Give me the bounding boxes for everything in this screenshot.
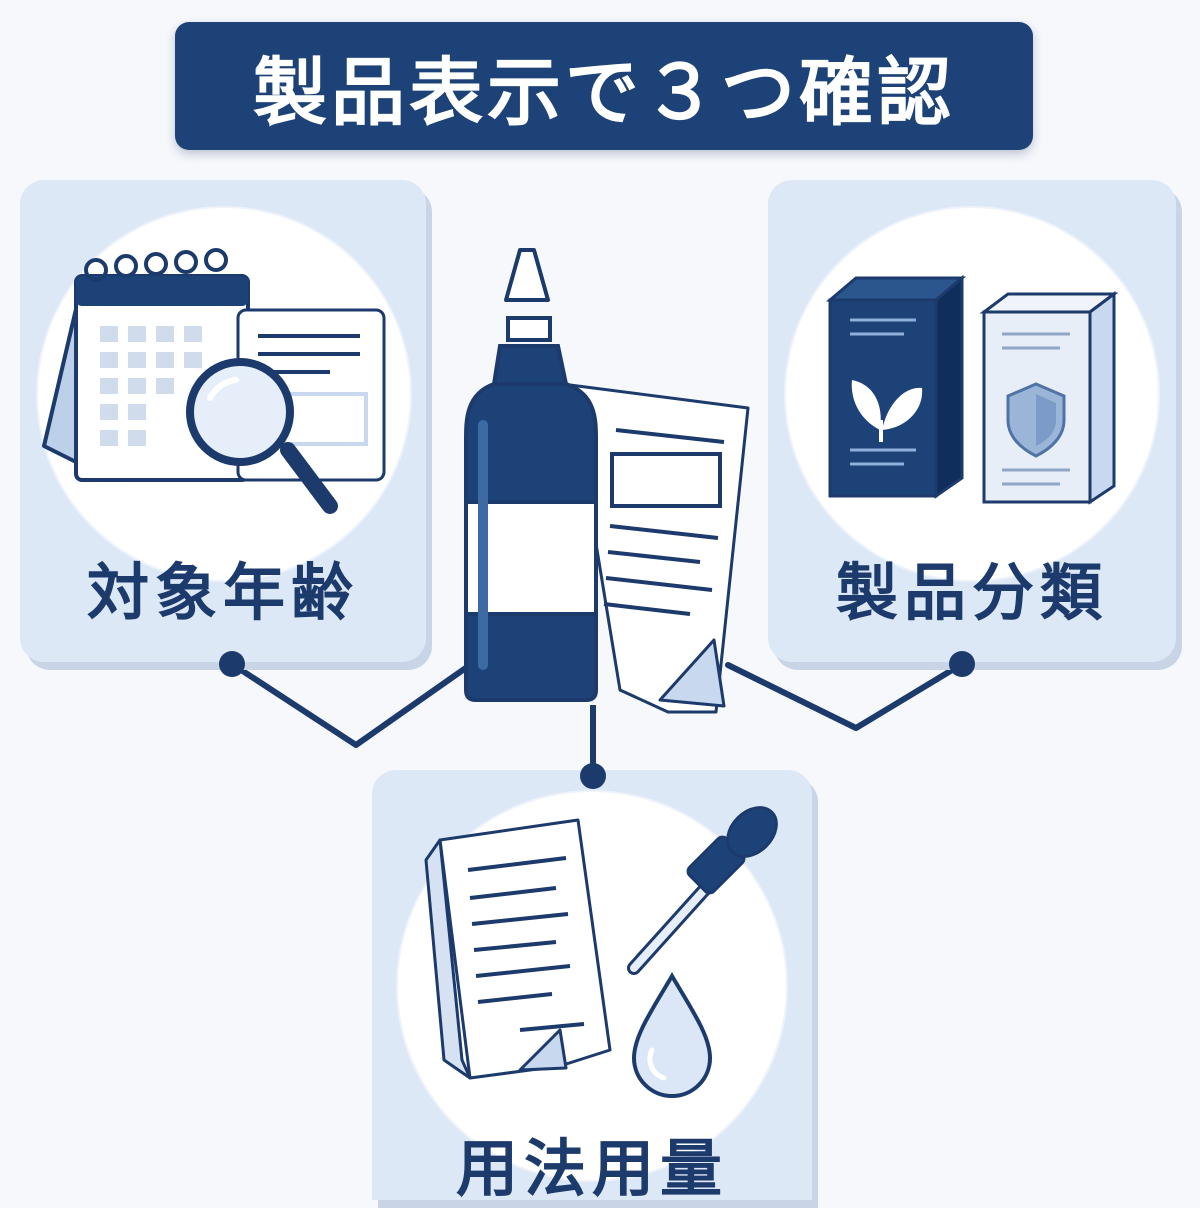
title-banner: 製品表示で３つ確認 — [175, 22, 1033, 150]
document-icon — [424, 818, 612, 1080]
magnifier-icon — [186, 358, 338, 514]
page-title: 製品表示で３つ確認 — [253, 49, 955, 136]
connector-dots — [219, 651, 975, 789]
dropper-icon — [627, 806, 778, 975]
shield-icon — [1006, 382, 1066, 458]
card-label-dosage: 用法用量 — [455, 1132, 728, 1205]
product-box-icon — [979, 291, 1119, 505]
product-box-icon — [825, 274, 967, 499]
card-label-age: 対象年齢 — [86, 556, 359, 629]
bottle-icon — [464, 248, 598, 702]
document-icon — [568, 383, 750, 714]
leaf-icon — [851, 380, 923, 442]
card-label-category: 製品分類 — [835, 556, 1108, 629]
droplet-icon — [631, 972, 713, 1098]
